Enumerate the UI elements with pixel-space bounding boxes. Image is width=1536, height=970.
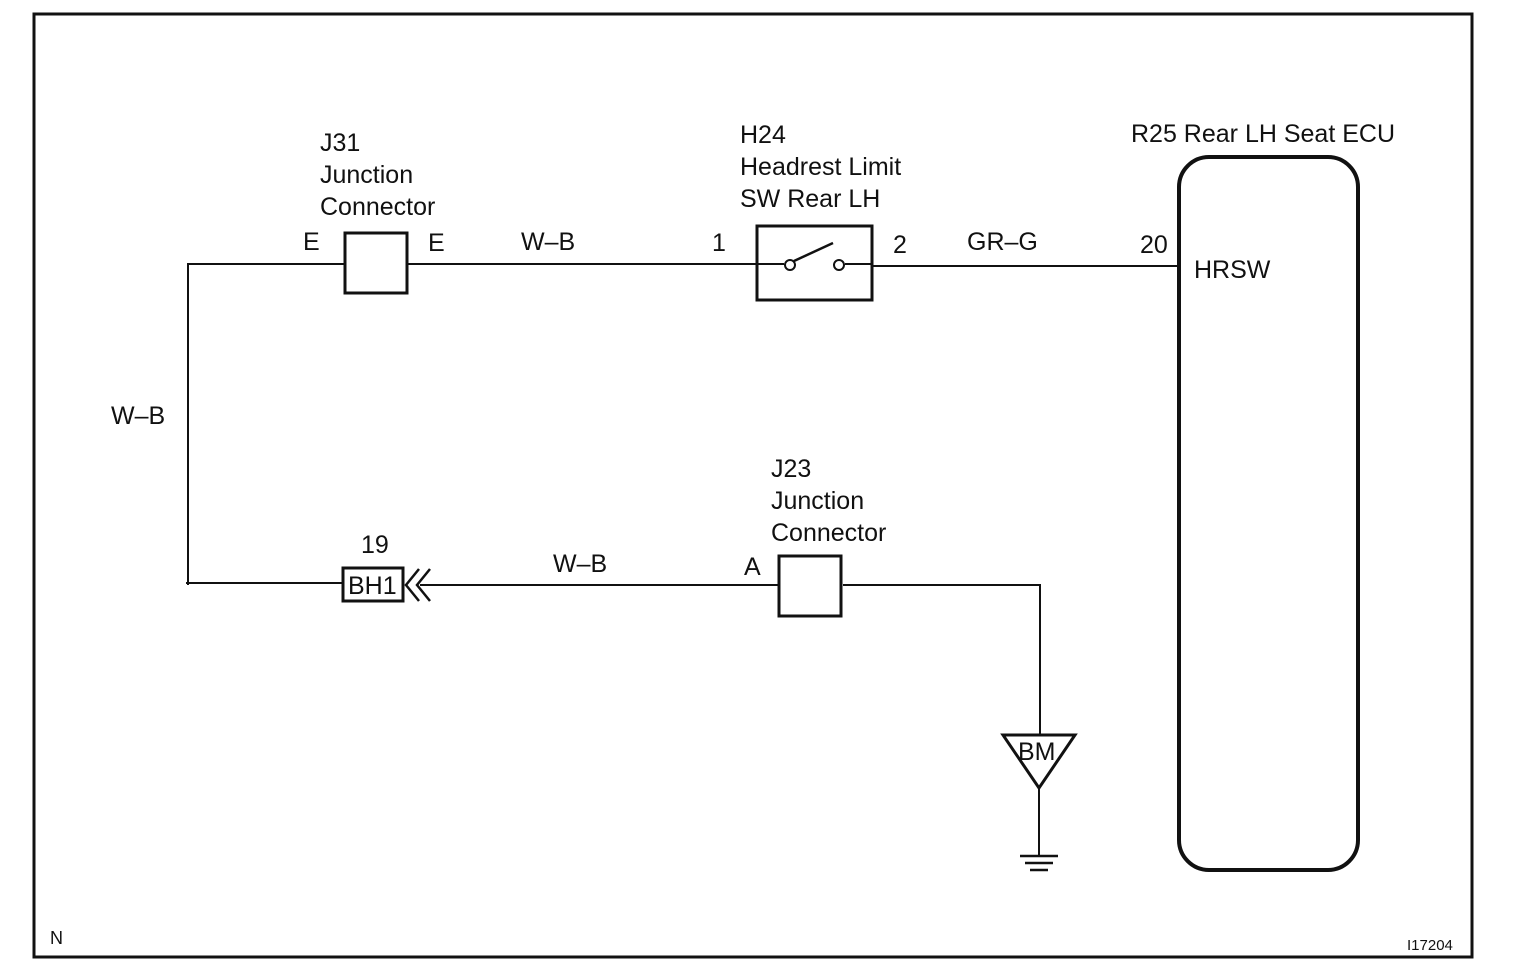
ecu-title: R25 Rear LH Seat ECU [1131,120,1395,148]
j31-box [343,231,409,295]
h24-code: H24 [740,121,786,149]
bm-ground-point: BM [1000,733,1078,872]
figure-id: I17204 [1407,937,1453,954]
bh1-arrow-1 [404,568,420,602]
ground-triangle [1000,733,1078,791]
wire-left-top [187,263,344,585]
bh1-pin: 19 [361,531,389,559]
bh1-arrow-2 [415,568,431,602]
wire-label-j31-h24: W–B [521,228,575,256]
h24-pin-left: 1 [712,229,726,257]
j31-pin-left: E [303,228,320,256]
wire-j23-ground [843,584,1041,735]
wire-network [186,263,1182,735]
j31-name-line1: Junction [320,161,413,189]
bh1-box [341,566,405,603]
diagram-frame [32,12,1474,959]
j23-name-line2: Connector [771,519,886,547]
ecu-body [1177,155,1360,872]
wire-label-j23-bh1: W–B [553,550,607,578]
h24-name-line1: Headrest Limit [740,153,901,181]
corner-letter: N [50,928,63,948]
j23-pin: A [744,553,761,581]
h24-headrest-limit-switch: H24 Headrest Limit SW Rear LH 1 2 [712,121,907,302]
wire-label-left-vertical: W–B [111,402,165,430]
j23-box [777,554,843,618]
h24-pin-right: 2 [893,231,907,259]
j23-name-line1: Junction [771,487,864,515]
j31-name-line2: Connector [320,193,435,221]
wire-label-h24-ecu: GR–G [967,228,1038,256]
ecu-terminal: HRSW [1194,256,1271,284]
h24-name-line2: SW Rear LH [740,185,880,213]
j23-code: J23 [771,455,811,483]
ecu-pin: 20 [1140,231,1168,259]
bh1-label: BH1 [348,572,397,600]
h24-switch-blade [793,241,834,263]
bh1-connector: BH1 19 [341,531,431,603]
r25-seat-ecu: R25 Rear LH Seat ECU 20 HRSW [1131,120,1395,872]
j31-junction-connector: J31 Junction Connector E E [303,129,445,295]
j31-code: J31 [320,129,360,157]
ground-label: BM [1018,738,1056,766]
h24-contact-left [784,259,796,271]
j23-junction-connector: J23 Junction Connector A [744,455,886,618]
j31-pin-right: E [428,229,445,257]
h24-contact-right [833,259,845,271]
